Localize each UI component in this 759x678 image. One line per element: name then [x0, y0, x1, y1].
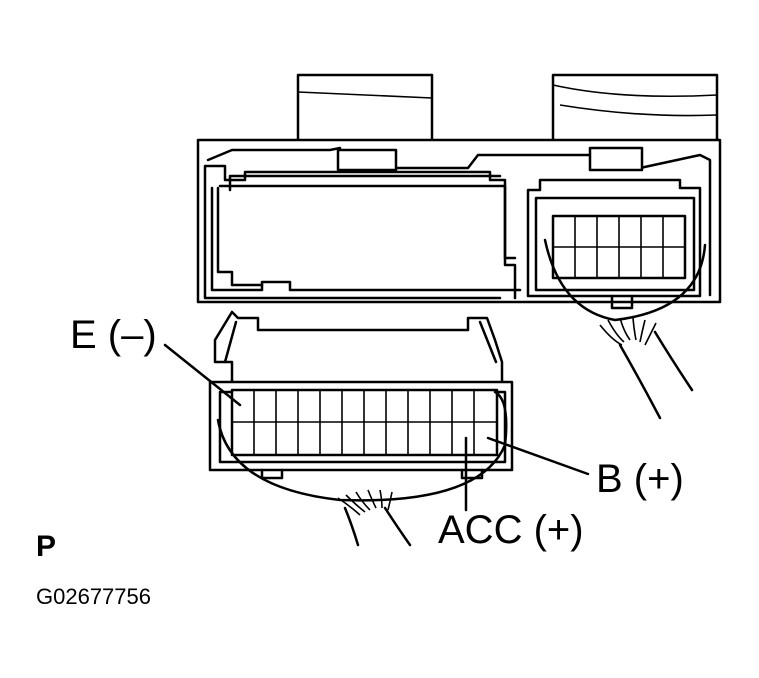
small-connector: [526, 178, 707, 420]
harness-side-connector: [208, 310, 514, 547]
leader-lines: [163, 343, 590, 512]
large-socket-cavity: [203, 164, 522, 300]
b-plus-label: B (+): [596, 457, 684, 501]
harness-connector-pins: [232, 390, 497, 455]
figure-code: G02677756: [36, 584, 151, 609]
acc-plus-label: ACC (+): [438, 508, 584, 552]
harness-wires: [337, 489, 393, 516]
small-connector-wires: [599, 317, 657, 346]
small-connector-pins: [553, 216, 685, 278]
view-letter: P: [36, 530, 56, 563]
housing-top-plugs: [296, 73, 719, 140]
e-minus-label: E (–): [70, 313, 157, 357]
